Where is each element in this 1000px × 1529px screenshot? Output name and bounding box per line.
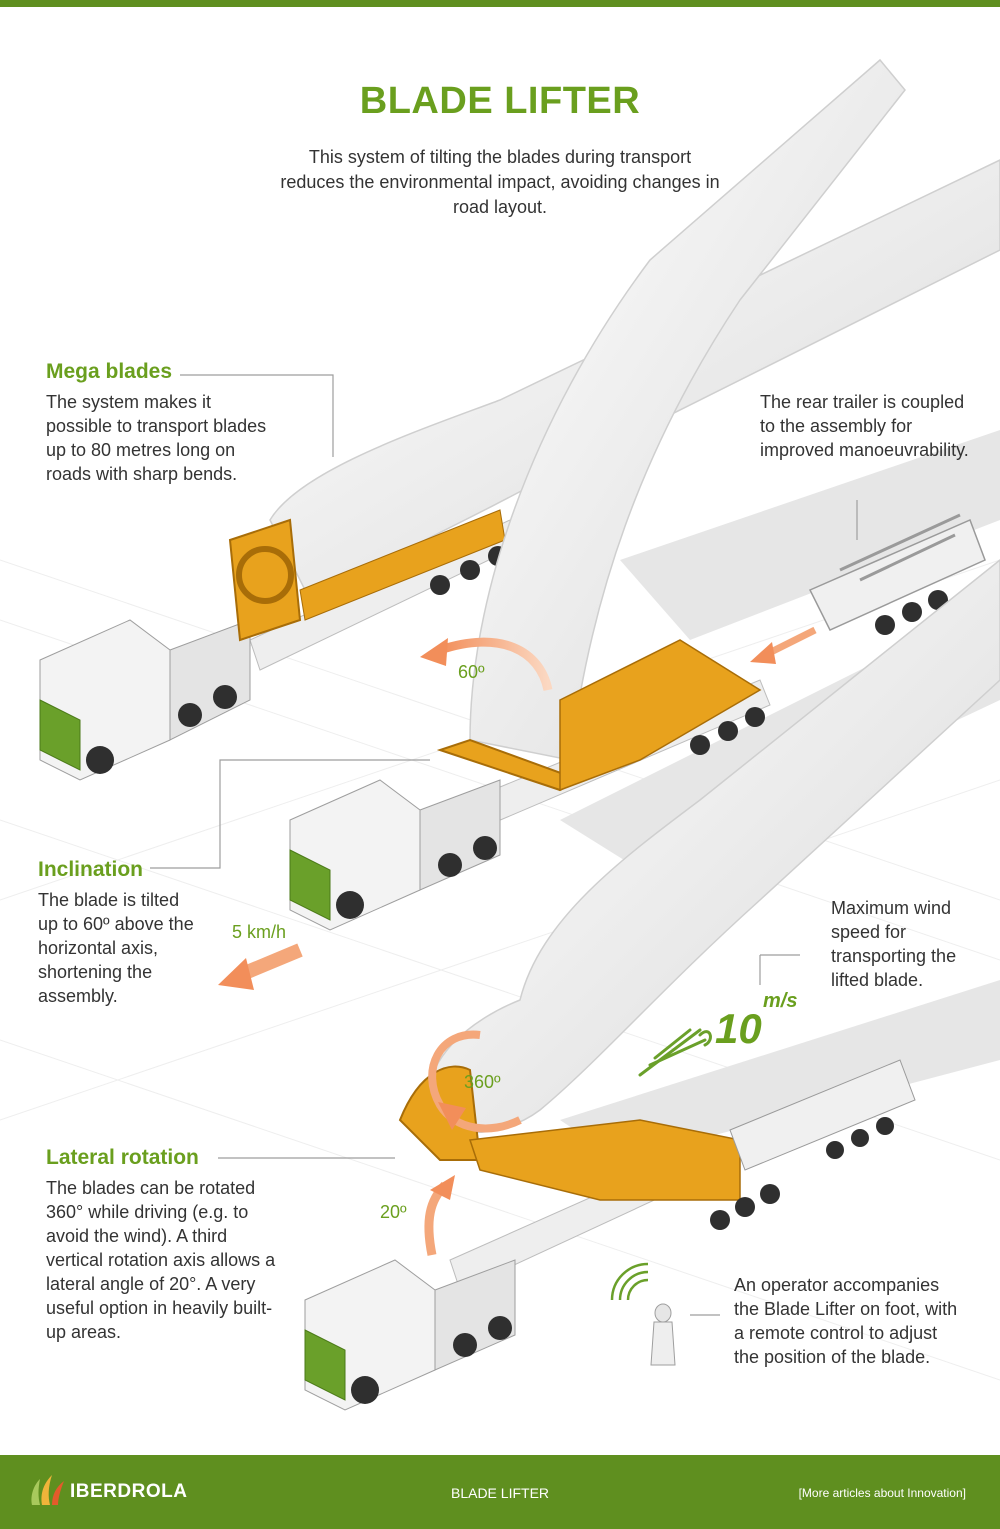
wind-block: Maximum wind speed for transporting the … bbox=[831, 896, 981, 992]
lateral-rotation-text: The blades can be rotated 360° while dri… bbox=[46, 1178, 276, 1342]
top-accent-bar bbox=[0, 0, 1000, 7]
brand-name: IBERDROLA bbox=[70, 1481, 188, 1502]
speed-label: 5 km/h bbox=[232, 922, 287, 942]
rotation-arrow-20 bbox=[424, 1175, 455, 1256]
truck-3 bbox=[304, 1059, 916, 1411]
rear-trailer-text: The rear trailer is coupled to the assem… bbox=[760, 392, 969, 460]
angle-20-label: 20º bbox=[380, 1202, 407, 1222]
lateral-rotation-title: Lateral rotation bbox=[46, 1146, 199, 1169]
inclination-block: Inclination The blade is tilted up to 60… bbox=[38, 858, 198, 1008]
intro-text: This system of tilting the blades during… bbox=[280, 147, 720, 217]
blade-tilted bbox=[469, 58, 906, 761]
mega-blades-title: Mega blades bbox=[46, 360, 173, 383]
blade-rotating bbox=[427, 559, 1000, 1134]
blade-lifter-illustration bbox=[0, 58, 1000, 1411]
speed-arrow bbox=[218, 943, 303, 990]
coupling-arrow bbox=[750, 626, 817, 664]
angle-60-label: 60º bbox=[458, 662, 485, 682]
angle-360-label: 360º bbox=[464, 1072, 501, 1092]
operator-block: An operator accompanies the Blade Lifter… bbox=[734, 1273, 964, 1369]
wind-unit-label: m/s bbox=[763, 990, 798, 1012]
rotation-arrow-360 bbox=[428, 1030, 522, 1133]
mega-blades-text: The system makes it possible to transpor… bbox=[46, 392, 267, 484]
mega-blades-block: Mega blades The system makes it possible… bbox=[46, 360, 276, 486]
page-title: BLADE LIFTER bbox=[359, 80, 641, 122]
footer-title: BLADE LIFTER bbox=[450, 1485, 550, 1501]
rear-trailer-block: The rear trailer is coupled to the assem… bbox=[760, 390, 975, 462]
rotation-arrow-60 bbox=[420, 637, 553, 692]
operator-figure bbox=[610, 1262, 676, 1366]
lateral-rotation-block: Lateral rotation The blades can be rotat… bbox=[46, 1146, 276, 1344]
inclination-text: The blade is tilted up to 60º above the … bbox=[38, 890, 194, 1006]
wind-icon bbox=[638, 1028, 712, 1077]
operator-text: An operator accompanies the Blade Lifter… bbox=[734, 1275, 958, 1367]
truck-2 bbox=[289, 639, 771, 931]
inclination-title: Inclination bbox=[38, 858, 143, 881]
footer: IBERDROLA BLADE LIFTER [More articles ab… bbox=[0, 1455, 1000, 1529]
wind-value-label: 10 bbox=[715, 1005, 762, 1052]
more-articles-link[interactable]: [More articles about Innovation] bbox=[798, 1486, 966, 1500]
leader-lines bbox=[150, 374, 858, 1316]
wind-text: Maximum wind speed for transporting the … bbox=[831, 898, 957, 990]
iberdrola-logo-icon bbox=[31, 1475, 64, 1505]
